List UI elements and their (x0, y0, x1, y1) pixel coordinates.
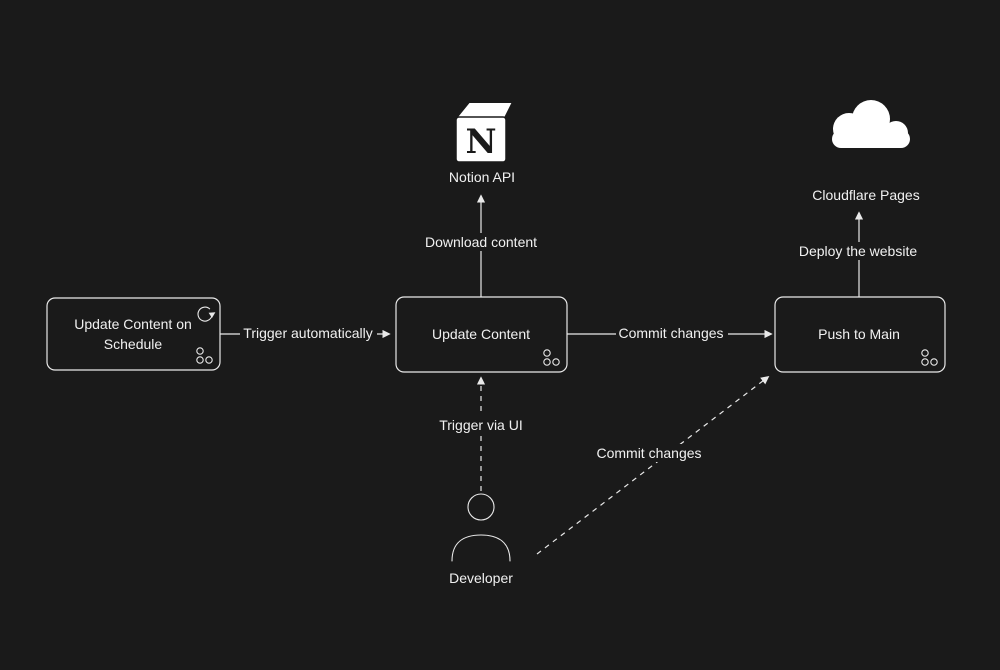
workflow-dots-icon (921, 349, 938, 366)
node-developer: Developer (449, 493, 513, 586)
workflow-dot (543, 358, 551, 366)
edge-label-commit-changes-diagonal: Commit changes (596, 445, 701, 461)
label-bg (419, 233, 544, 251)
workflow-dot (196, 347, 204, 355)
edge-commit-changes-diagonal-line (536, 375, 770, 555)
notion-cube-icon: N (453, 101, 515, 163)
developer-shoulders (451, 534, 511, 562)
node-box (774, 296, 946, 373)
push-to-main-label: Push to Main (818, 326, 900, 342)
node-cloudflare-pages: Cloudflare Pages (812, 100, 920, 203)
cloud-lobe (852, 100, 890, 138)
label-bg (433, 416, 529, 434)
cloud-base (832, 130, 910, 148)
workflow-dot (930, 358, 938, 366)
edge-label-deploy-the-website: Deploy the website (799, 243, 918, 259)
node-push-to-main: Push to Main (774, 296, 946, 373)
node-box (46, 297, 221, 371)
workflow-dot (543, 349, 551, 357)
developer-head (467, 493, 495, 521)
node-update-content-on-schedule: Update Content on Schedule (46, 297, 221, 371)
edge-label-download-content: Download content (425, 234, 537, 250)
node-box (395, 296, 568, 373)
refresh-arc (197, 306, 213, 322)
workflow-dot (921, 349, 929, 357)
developer-person-icon (451, 493, 511, 562)
workflow-dot (196, 356, 204, 364)
developer-label: Developer (449, 570, 513, 586)
label-bg (594, 444, 706, 462)
label-bg (240, 325, 377, 343)
label-bg (616, 325, 728, 343)
schedule-label-line1: Update Content on (74, 316, 192, 332)
schedule-label-line2: Schedule (104, 336, 163, 352)
label-bg (794, 242, 924, 260)
workflow-dot (205, 356, 213, 364)
notion-cube-top-face (453, 101, 515, 119)
edge-label-commit-changes-top: Commit changes (618, 325, 723, 341)
edge-label-trigger-automatically: Trigger automatically (243, 325, 372, 341)
node-notion-api: N Notion API (449, 101, 515, 185)
node-update-content: Update Content (395, 296, 568, 373)
workflow-dot (552, 358, 560, 366)
workflow-dot (921, 358, 929, 366)
edge-label-trigger-via-ui: Trigger via UI (439, 417, 523, 433)
notion-cube-front-face (455, 116, 507, 163)
cloudflare-pages-label: Cloudflare Pages (812, 187, 919, 203)
refresh-icon (197, 306, 216, 322)
workflow-dots-icon (543, 349, 560, 366)
refresh-arrowhead (208, 312, 216, 318)
workflow-dots-icon (196, 347, 213, 364)
cloudflare-cloud-icon (832, 100, 910, 148)
update-content-label: Update Content (432, 326, 530, 342)
notion-letter: N (465, 122, 496, 162)
notion-api-label: Notion API (449, 169, 515, 185)
